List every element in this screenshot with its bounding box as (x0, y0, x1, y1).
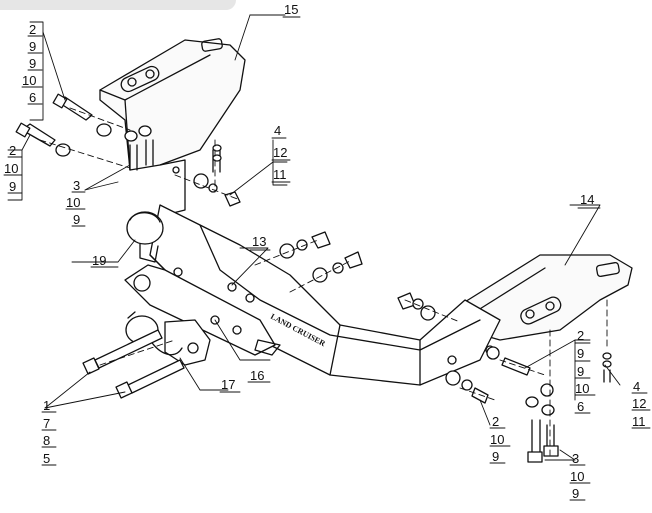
label-1-bottom: 1 (43, 398, 50, 413)
label-19: 19 (92, 253, 106, 268)
label-10-left: 10 (4, 161, 18, 176)
label-9-top-b: 9 (29, 56, 36, 71)
label-12-right: 12 (632, 396, 646, 411)
label-12-mid: 12 (273, 145, 287, 160)
bolts-left (15, 93, 154, 171)
label-10-right: 10 (575, 381, 589, 396)
leader-lines (7, 14, 621, 461)
label-10-top: 10 (22, 73, 36, 88)
label-10-left-b: 10 (66, 195, 80, 210)
label-4-mid: 4 (274, 123, 281, 138)
label-15: 15 (284, 2, 298, 17)
label-10-bottom: 10 (490, 432, 504, 447)
label-6-top: 6 (29, 90, 36, 105)
plate-16 (124, 264, 281, 356)
label-17: 17 (221, 377, 235, 392)
bolts-bottom-left (82, 329, 185, 399)
part-labels: 2 9 9 10 6 2 10 9 3 10 9 19 15 13 14 16 … (4, 2, 646, 501)
label-16: 16 (250, 368, 264, 383)
label-2-left: 2 (9, 143, 16, 158)
label-underlines (3, 16, 651, 501)
label-9-left: 9 (9, 179, 16, 194)
label-3-left: 3 (73, 178, 80, 193)
label-2-right: 2 (577, 328, 584, 343)
label-11-right: 11 (632, 414, 646, 429)
label-6-right: 6 (577, 399, 584, 414)
label-9-bottom: 9 (492, 449, 499, 464)
label-3-bottom-right: 3 (572, 451, 579, 466)
label-9-left-b: 9 (73, 212, 80, 227)
label-4-right: 4 (633, 379, 640, 394)
label-10-bottom-right: 10 (570, 469, 584, 484)
label-9-top-a: 9 (29, 39, 36, 54)
label-13: 13 (252, 234, 266, 249)
label-14: 14 (580, 192, 594, 207)
label-7-bottom: 7 (43, 416, 50, 431)
bolts-right (397, 292, 612, 463)
label-2-top: 2 (29, 22, 36, 37)
label-5-bottom: 5 (43, 451, 50, 466)
label-9-right-b: 9 (577, 364, 584, 379)
label-9-bottom-right: 9 (572, 486, 579, 501)
label-9-right-a: 9 (577, 346, 584, 361)
label-11-mid: 11 (273, 167, 287, 182)
label-8-bottom: 8 (43, 433, 50, 448)
bolts-middle (193, 144, 363, 283)
header-tab (0, 0, 236, 10)
assembly-lines (39, 107, 608, 456)
ball-19 (126, 211, 164, 263)
label-2-bottom: 2 (492, 414, 499, 429)
